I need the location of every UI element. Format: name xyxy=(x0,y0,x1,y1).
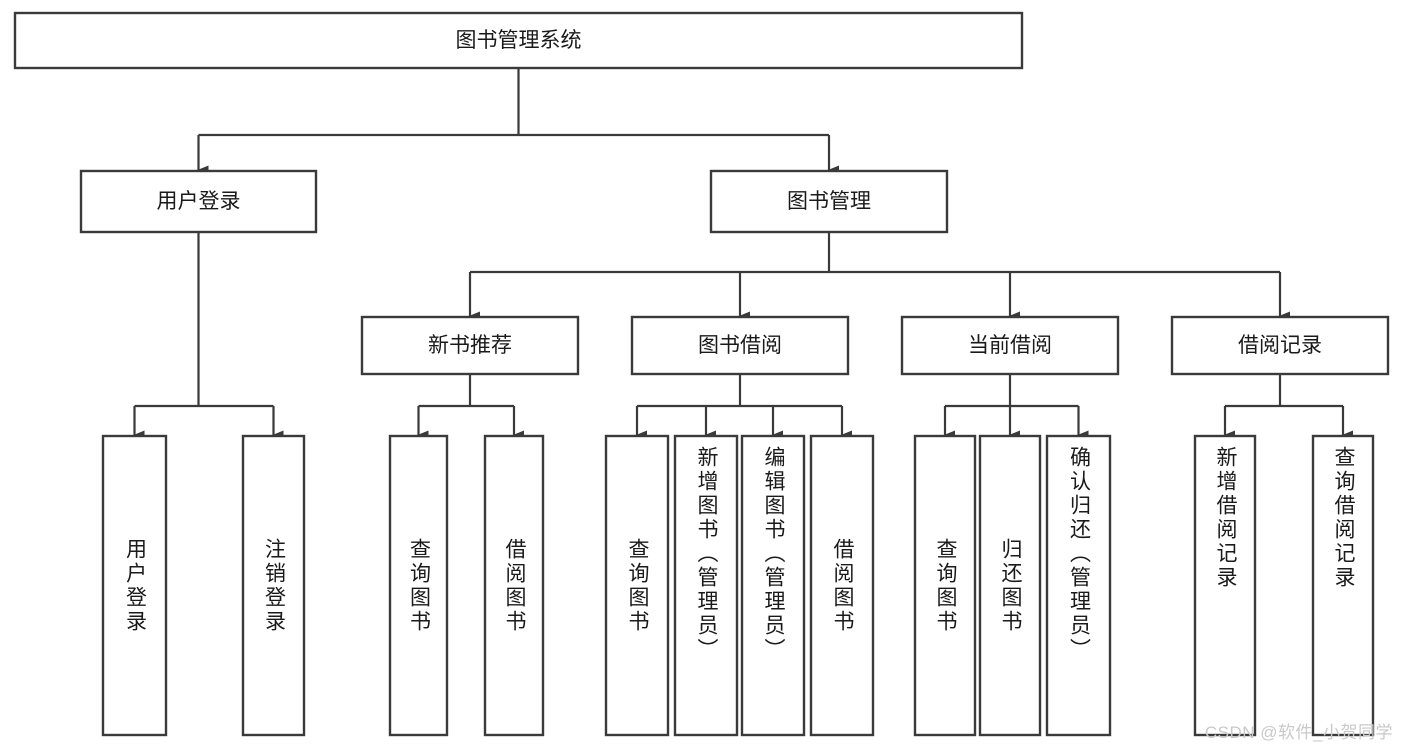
node-level3-2-label: 当前借阅 xyxy=(968,334,1052,357)
node-leaf-0[interactable] xyxy=(101,434,168,737)
watermark: CSDN @软件_小贺同学 xyxy=(1204,723,1393,742)
node-level3-3-label: 借阅记录 xyxy=(1238,334,1322,357)
node-leaf-12[interactable] xyxy=(1311,434,1375,737)
node-root[interactable] xyxy=(13,11,1024,70)
node-leaf-4[interactable] xyxy=(604,434,670,737)
node-level2-1-label: 图书管理 xyxy=(787,190,871,213)
node-level3-0-label: 新书推荐 xyxy=(428,334,512,357)
node-level3-2[interactable] xyxy=(900,315,1120,376)
node-level2-0-label: 用户登录 xyxy=(157,190,241,213)
node-level3-1-label: 图书借阅 xyxy=(698,334,782,357)
node-level3-3[interactable] xyxy=(1170,315,1390,376)
connector-layer xyxy=(133,68,1353,440)
node-leaf-3[interactable] xyxy=(483,434,545,737)
node-leaf-5[interactable] xyxy=(673,434,739,737)
node-leaf-7[interactable] xyxy=(809,434,875,737)
node-level2-1[interactable] xyxy=(709,169,949,234)
node-leaf-10[interactable] xyxy=(1045,434,1112,737)
node-leaf-1[interactable] xyxy=(241,434,306,737)
node-level3-1[interactable] xyxy=(630,315,850,376)
node-root-label: 图书管理系统 xyxy=(456,29,582,52)
node-leaf-11[interactable] xyxy=(1193,434,1257,737)
node-leaf-2[interactable] xyxy=(388,434,449,737)
node-leaf-8[interactable] xyxy=(913,434,977,737)
node-level2-0[interactable] xyxy=(79,169,318,234)
node-level3-0[interactable] xyxy=(360,315,580,376)
node-leaf-9[interactable] xyxy=(978,434,1042,737)
node-leaf-6[interactable] xyxy=(740,434,806,737)
